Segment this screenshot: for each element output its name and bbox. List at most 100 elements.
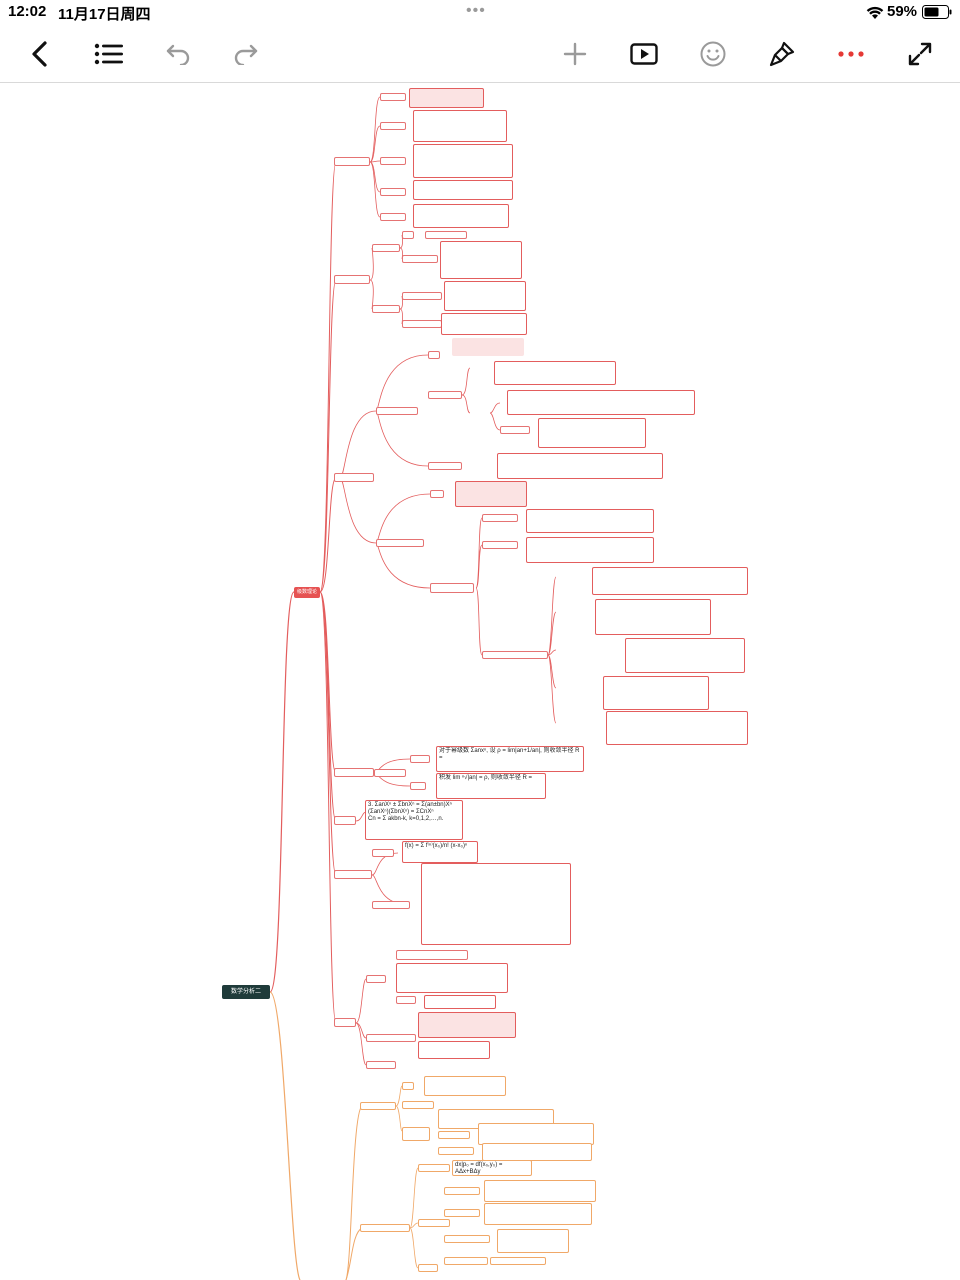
sub-node[interactable] (444, 1235, 490, 1243)
sub-node[interactable] (430, 583, 474, 593)
sub-node[interactable] (360, 1102, 396, 1110)
branch-node[interactable] (334, 1018, 356, 1027)
note-card[interactable]: dx|p₀ = df(x₀,y₀) = AΔx+BΔy (452, 1160, 532, 1176)
note-card[interactable] (413, 144, 513, 178)
sub-node[interactable] (402, 255, 438, 263)
outline-list-icon[interactable] (91, 36, 127, 72)
present-icon[interactable] (626, 36, 662, 72)
sub-node[interactable] (556, 646, 618, 654)
sub-node[interactable] (470, 457, 486, 465)
mindmap-canvas[interactable]: 数学分析二 级数理论 (0, 83, 960, 1280)
note-card[interactable] (478, 1123, 594, 1145)
sub-node[interactable] (500, 426, 530, 434)
sub-node[interactable] (556, 684, 600, 692)
sub-node[interactable] (402, 292, 442, 300)
sub-node[interactable] (402, 231, 414, 239)
note-card[interactable] (494, 361, 616, 385)
main-branch-node[interactable]: 级数理论 (294, 587, 320, 598)
sub-node[interactable] (372, 244, 400, 252)
sub-node[interactable] (410, 755, 430, 763)
sub-node[interactable] (402, 1127, 430, 1141)
note-card[interactable]: 3. ΣanXⁿ ± ΣbnXⁿ = Σ(an±bn)Xⁿ (ΣanXⁿ)(Σb… (365, 800, 463, 840)
note-card[interactable] (497, 1229, 569, 1253)
sub-node[interactable] (482, 651, 548, 659)
sub-node[interactable] (372, 901, 410, 909)
branch-node[interactable] (334, 816, 356, 825)
sub-node[interactable] (556, 573, 586, 581)
sub-node[interactable] (374, 769, 406, 777)
sub-node[interactable] (380, 188, 406, 196)
sub-node[interactable] (425, 231, 467, 239)
sub-node[interactable] (444, 1209, 480, 1217)
note-card[interactable] (413, 180, 513, 200)
note-card[interactable]: 积发 lim ⁿ√|an| = ρ, 则收敛半径 R = (436, 773, 546, 799)
sub-node[interactable] (402, 1082, 414, 1090)
branch-node[interactable] (334, 157, 370, 166)
note-card[interactable] (625, 638, 745, 673)
note-card[interactable] (413, 110, 507, 142)
note-card[interactable] (421, 863, 571, 945)
note-card[interactable] (526, 537, 654, 563)
note-card[interactable] (484, 1180, 596, 1202)
sub-node[interactable] (556, 608, 590, 616)
note-card[interactable] (441, 313, 527, 335)
add-icon[interactable] (557, 36, 593, 72)
sub-node[interactable] (438, 1147, 474, 1155)
sub-node[interactable] (438, 1131, 470, 1139)
sub-node[interactable] (366, 975, 386, 983)
note-card[interactable] (606, 711, 748, 745)
note-card[interactable] (595, 599, 711, 635)
sub-node[interactable] (376, 539, 424, 547)
back-chevron-icon[interactable] (22, 36, 58, 72)
sub-node[interactable] (402, 1101, 434, 1109)
branch-node[interactable] (334, 473, 374, 482)
note-card[interactable] (482, 1143, 592, 1161)
sub-node[interactable] (482, 541, 518, 549)
branch-node[interactable] (334, 768, 374, 777)
note-card[interactable] (497, 453, 663, 479)
sub-node[interactable] (380, 93, 406, 101)
sub-node[interactable] (410, 782, 426, 790)
sub-node[interactable] (360, 1224, 410, 1232)
sub-node[interactable] (372, 849, 394, 857)
sub-node[interactable] (380, 122, 406, 130)
note-card[interactable] (455, 481, 527, 507)
note-card[interactable] (440, 241, 522, 279)
redo-icon[interactable] (228, 36, 264, 72)
note-card[interactable] (526, 509, 654, 533)
sub-node[interactable] (428, 391, 462, 399)
note-card[interactable] (418, 1012, 516, 1038)
more-icon[interactable] (833, 36, 869, 72)
sub-node[interactable] (366, 1061, 396, 1069)
sub-node[interactable] (470, 409, 490, 417)
sub-node[interactable] (402, 320, 442, 328)
note-card[interactable] (507, 390, 695, 415)
sub-node[interactable] (556, 719, 600, 727)
note-card[interactable] (409, 88, 484, 108)
note-card[interactable]: 对于幂级数 Σanxⁿ, 设 ρ = lim|an+1/an|, 则收敛半径 R… (436, 746, 584, 772)
sub-node[interactable] (380, 213, 406, 221)
note-card[interactable] (484, 1203, 592, 1225)
sub-node[interactable] (366, 1034, 416, 1042)
note-card[interactable] (413, 204, 509, 228)
sub-node[interactable] (380, 157, 406, 165)
fullscreen-icon[interactable] (902, 36, 938, 72)
sub-node[interactable] (428, 462, 462, 470)
note-card[interactable]: f(x) = Σ f⁽ⁿ⁾(x₀)/n! (x-x₀)ⁿ (402, 841, 478, 863)
sub-node[interactable] (490, 1257, 546, 1265)
sub-node[interactable] (418, 1264, 438, 1272)
multitask-dots-icon[interactable]: ••• (466, 2, 486, 19)
note-card[interactable] (424, 995, 496, 1009)
branch-node[interactable] (334, 275, 370, 284)
sub-node[interactable] (396, 996, 416, 1004)
sub-node[interactable] (418, 1219, 450, 1227)
branch-node[interactable] (334, 581, 376, 590)
sub-node[interactable] (396, 950, 468, 960)
sub-node[interactable] (430, 490, 444, 498)
sub-node[interactable] (470, 364, 486, 372)
sub-node[interactable] (444, 1187, 480, 1195)
sub-node[interactable] (482, 514, 518, 522)
note-card[interactable] (424, 1076, 506, 1096)
sub-node[interactable] (418, 1164, 450, 1172)
note-card[interactable] (538, 418, 646, 448)
